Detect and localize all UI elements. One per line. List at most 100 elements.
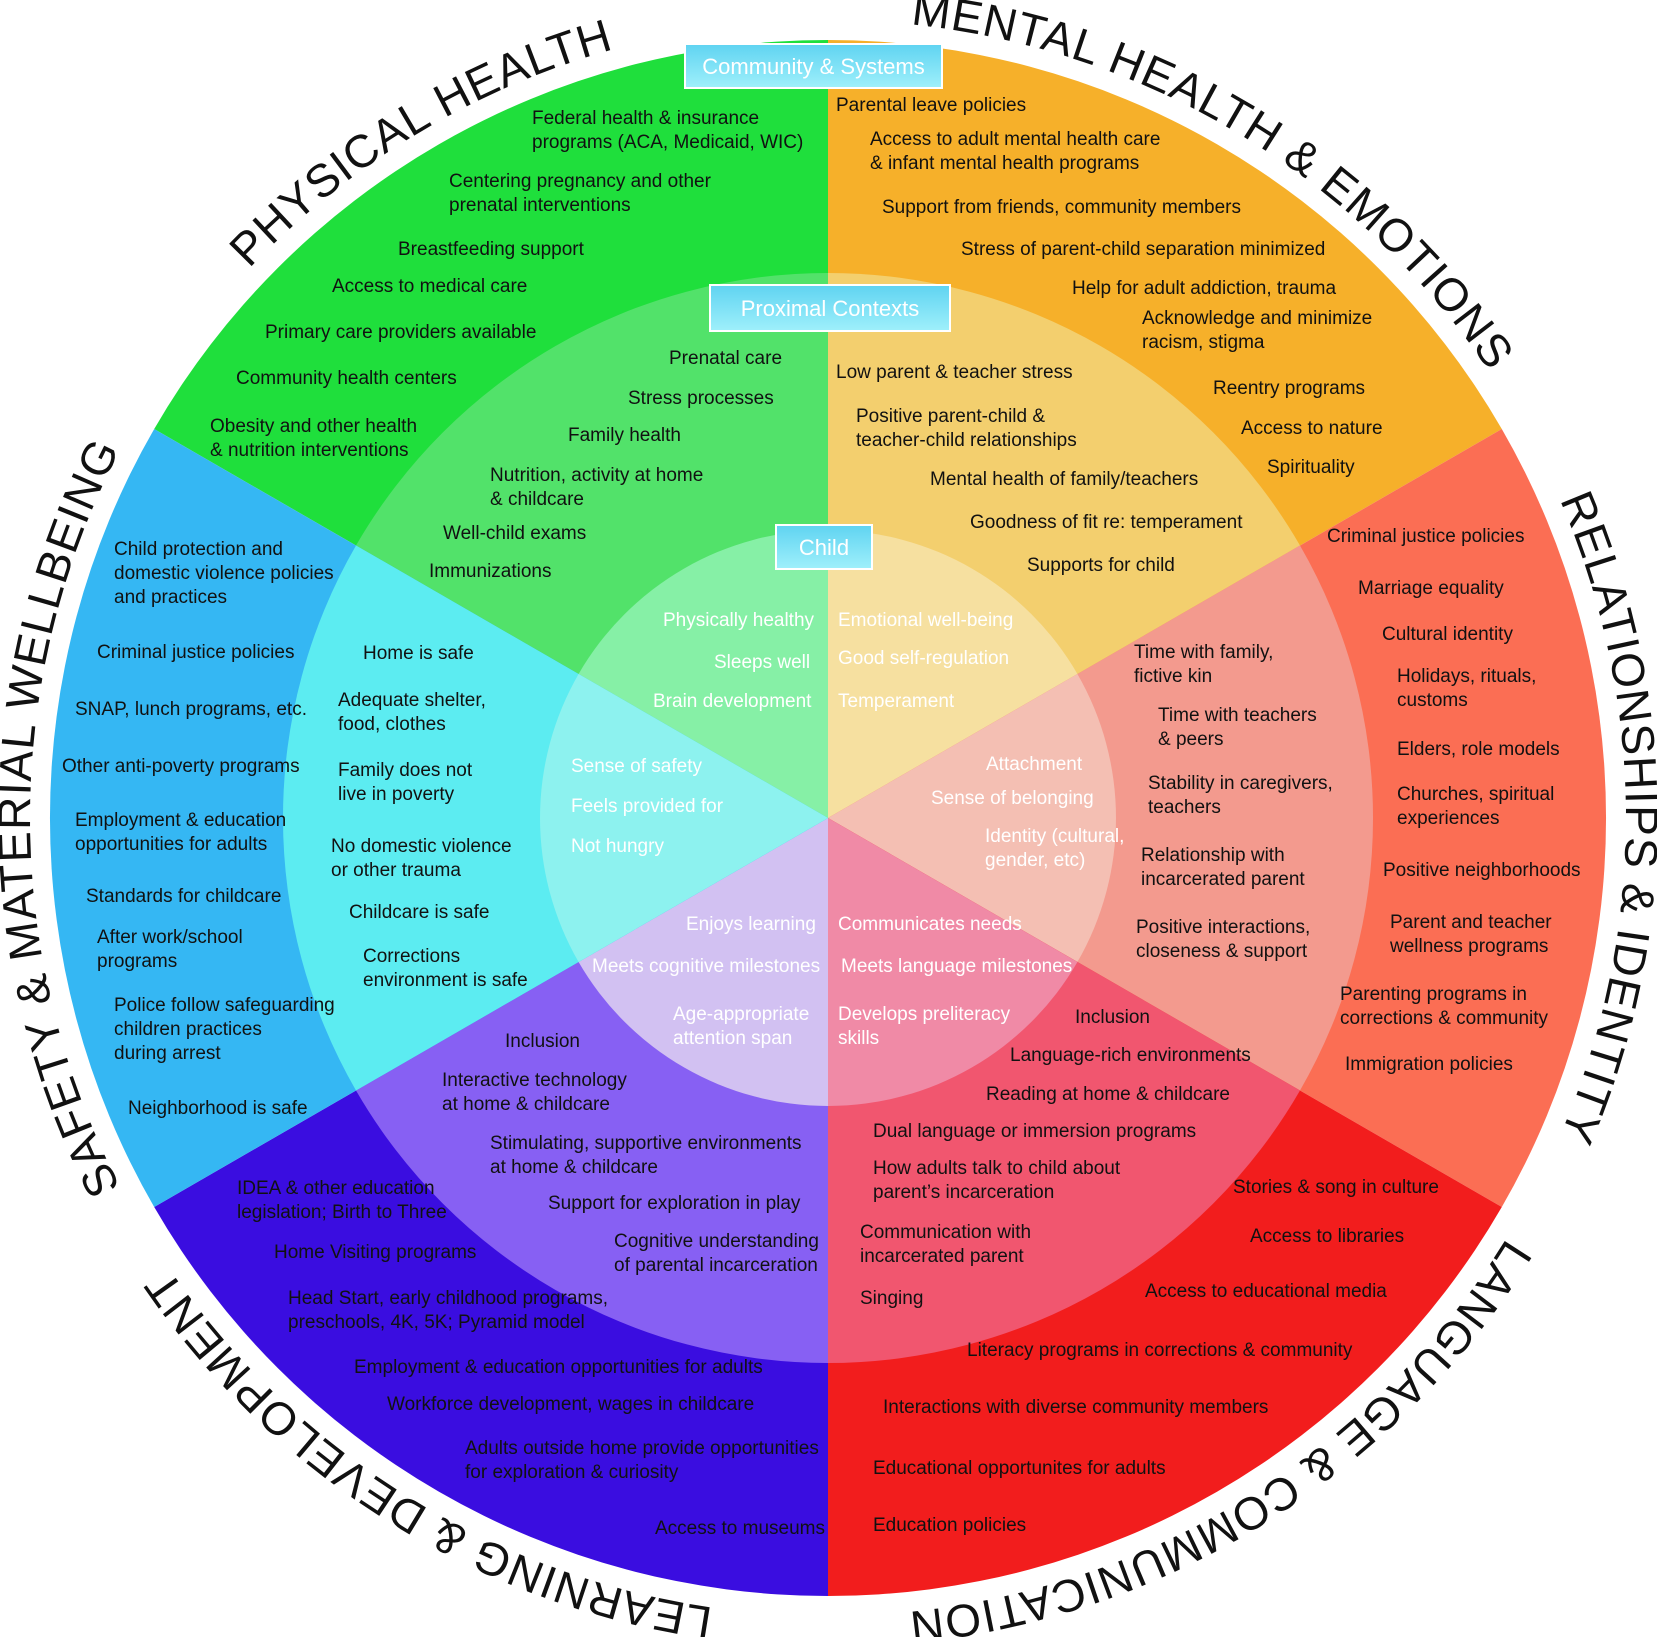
outer-label-learning: IDEA & other education [237,1178,435,1199]
middle-label-relationships: Time with family, [1134,642,1273,663]
outer-label-relationships: Positive neighborhoods [1383,860,1581,881]
middle-label-language: Inclusion [1075,1007,1150,1028]
outer-label-relationships: Parent and teacher [1390,912,1552,933]
middle-label-physical: Nutrition, activity at home [490,465,703,486]
outer-label-safety: Child protection and [114,539,283,560]
middle-label-safety: Corrections [363,946,460,967]
outer-label-safety: children practices [114,1019,262,1040]
outer-label-safety: programs [97,951,177,972]
inner-label-learning: attention span [673,1028,792,1049]
middle-label-physical: Prenatal care [669,348,782,369]
sector-relationships-inner [828,674,1116,962]
middle-label-physical: & childcare [490,489,584,510]
middle-label-safety: Home is safe [363,643,474,664]
inner-label-learning: Meets cognitive milestones [592,956,820,977]
middle-label-relationships: Time with teachers [1158,705,1317,726]
outer-label-physical: Federal health & insurance [532,108,759,129]
ring-label-proximal: Proximal Contexts [741,296,920,321]
outer-label-relationships: Churches, spiritual [1397,784,1554,805]
outer-label-language: Educational opportunites for adults [873,1458,1166,1479]
outer-label-relationships: Holidays, rituals, [1397,666,1536,687]
middle-label-safety: Childcare is safe [349,902,489,923]
outer-label-relationships: wellness programs [1389,936,1548,957]
outer-label-relationships: Elders, role models [1397,739,1560,760]
middle-label-learning: at home & childcare [490,1157,658,1178]
inner-label-safety: Sense of safety [571,756,702,777]
ring-label-community-box [684,43,943,89]
outer-label-physical: Centering pregnancy and other [449,171,712,192]
outer-label-learning: preschools, 4K, 5K; Pyramid model [288,1312,585,1333]
middle-label-mental: teacher-child relationships [856,430,1077,451]
outer-label-mental: & infant mental health programs [870,153,1139,174]
outer-label-learning: Employment & education opportunities for… [354,1357,763,1378]
outer-label-language: Literacy programs in corrections & commu… [967,1340,1353,1361]
inner-label-mental: Emotional well-being [838,610,1013,631]
middle-label-safety: live in poverty [338,784,455,805]
outer-label-relationships: corrections & community [1340,1008,1549,1029]
inner-label-language: Communicates needs [838,914,1022,935]
middle-label-language: Communication with [860,1222,1031,1243]
middle-label-learning: at home & childcare [442,1094,610,1115]
middle-label-safety: food, clothes [338,714,446,735]
outer-label-mental: Support from friends, community members [882,197,1241,218]
middle-label-language: Dual language or immersion programs [873,1121,1196,1142]
wheel-labels: Federal health & insurance programs (ACA,… [62,95,1581,1539]
inner-label-learning: Age-appropriate [673,1004,809,1025]
middle-label-relationships: fictive kin [1134,666,1212,687]
middle-label-learning: Interactive technology [442,1070,627,1091]
inner-label-mental: Good self-regulation [838,648,1009,669]
outer-label-safety: Criminal justice policies [97,642,294,663]
outer-label-mental: Parental leave policies [836,95,1026,116]
middle-label-relationships: Positive interactions, [1136,917,1310,938]
outer-label-learning: legislation; Birth to Three [237,1202,447,1223]
outer-label-physical: Breastfeeding support [398,239,585,260]
outer-label-physical: programs (ACA, Medicaid, WIC) [532,132,803,153]
outer-label-physical: Access to medical care [332,276,527,297]
outer-label-learning: Head Start, early childhood programs, [288,1288,608,1309]
middle-label-learning: Support for exploration in play [548,1193,801,1214]
outer-label-relationships: Parenting programs in [1340,984,1527,1005]
outer-label-language: Interactions with diverse community memb… [883,1397,1268,1418]
outer-label-safety: SNAP, lunch programs, etc. [75,699,307,720]
inner-label-language: skills [838,1028,879,1049]
outer-label-relationships: experiences [1397,808,1499,829]
inner-label-relationships: Sense of belonging [931,788,1094,809]
middle-label-learning: Cognitive understanding [614,1231,819,1252]
middle-label-physical: Well-child exams [443,523,586,544]
sector-learning-inner [578,818,828,1106]
outer-label-mental: Stress of parent-child separation minimi… [961,239,1325,260]
outer-label-mental: Acknowledge and minimize [1142,308,1372,329]
outer-label-relationships: Marriage equality [1358,578,1504,599]
middle-label-language: incarcerated parent [860,1246,1024,1267]
middle-label-mental: Positive parent-child & [856,406,1045,427]
sector-mental-inner [828,530,1078,818]
middle-label-safety: or other trauma [331,860,461,881]
middle-label-relationships: teachers [1148,797,1221,818]
outer-label-relationships: Criminal justice policies [1327,526,1524,547]
middle-label-relationships: closeness & support [1136,941,1308,962]
inner-label-physical: Physically healthy [663,610,815,631]
sector-physical-inner [578,530,828,818]
outer-label-language: Education policies [873,1515,1026,1536]
outer-label-learning: Home Visiting programs [274,1242,476,1263]
ring-label-community: Community & Systems [702,54,925,79]
middle-label-learning: Stimulating, supportive environments [490,1133,802,1154]
outer-label-safety: Employment & education [75,810,286,831]
inner-label-safety: Feels provided for [571,796,724,817]
outer-label-physical: Community health centers [236,368,457,389]
middle-label-safety: environment is safe [363,970,528,991]
inner-label-physical: Brain development [653,691,812,712]
inner-label-learning: Enjoys learning [686,914,816,935]
outer-label-safety: Police follow safeguarding [114,995,335,1016]
inner-label-language: Meets language milestones [841,956,1072,977]
outer-label-language: Access to educational media [1145,1281,1387,1302]
outer-label-learning: Access to museums [655,1518,825,1539]
outer-label-language: Stories & song in culture [1233,1177,1439,1198]
outer-label-physical: prenatal interventions [449,195,631,216]
outer-label-safety: Neighborhood is safe [128,1098,308,1119]
inner-label-language: Develops preliteracy [838,1004,1011,1025]
outer-label-physical: & nutrition interventions [210,440,409,461]
middle-label-physical: Stress processes [628,388,774,409]
